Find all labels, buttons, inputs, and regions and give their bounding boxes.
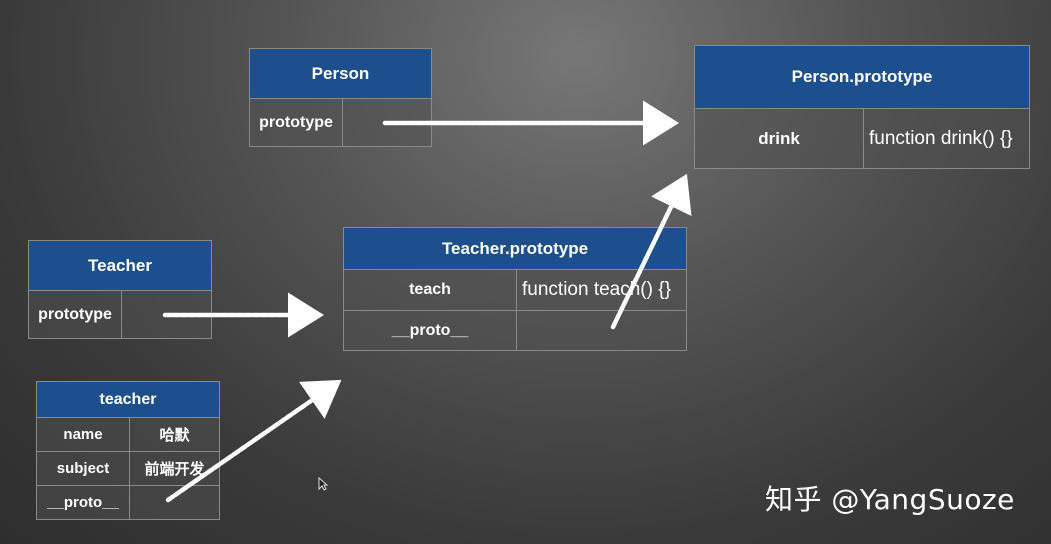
teacher-prototype-proto-key: __proto__	[391, 321, 469, 339]
teacher-prototype-proto-value	[516, 311, 686, 350]
teacher-ctor-title: Teacher	[29, 241, 211, 291]
arrow-teacher-instance-proto-to-teacher-prototype	[165, 379, 342, 503]
subject-value: 前端开发	[129, 452, 219, 485]
teacher-ctor-box: Teacher prototype	[28, 240, 212, 339]
name-key: name	[63, 426, 103, 443]
person-prototype-title: Person.prototype	[695, 46, 1029, 109]
teacher-instance-proto-value	[129, 486, 219, 519]
subject-key: subject	[56, 460, 110, 477]
teacher-prototype-row-proto: __proto__	[344, 311, 686, 350]
teacher-prototype-title: Teacher.prototype	[344, 228, 686, 270]
teacher-ctor-prototype-key: prototype	[38, 305, 112, 323]
drink-key: drink	[758, 128, 800, 148]
teach-key: teach	[409, 281, 451, 298]
teacher-instance-row-name: name 哈默	[37, 418, 219, 452]
person-prototype-row-drink: drink function drink() {}	[695, 109, 1029, 168]
teacher-instance-proto-key: __proto__	[47, 494, 119, 511]
arrow-teacher-prototype-proto-to-person-prototype	[610, 173, 692, 330]
person-prototype-key: prototype	[259, 113, 333, 131]
person-prototype-box: Person.prototype drink function drink() …	[694, 45, 1030, 169]
teacher-instance-title: teacher	[37, 382, 219, 418]
mouse-cursor-icon	[318, 477, 328, 491]
watermark: 知乎 @YangSuoze	[765, 483, 1015, 516]
name-value: 哈默	[129, 418, 219, 451]
teacher-ctor-prototype-value	[121, 291, 211, 338]
drink-value: function drink() {}	[863, 109, 1029, 168]
teacher-instance-row-subject: subject 前端开发	[37, 452, 219, 486]
person-prototype-value	[342, 99, 431, 146]
person-title: Person	[250, 49, 431, 99]
teacher-instance-row-proto: __proto__	[37, 486, 219, 519]
teacher-instance-box: teacher name 哈默 subject 前端开发 __proto__	[36, 381, 220, 520]
